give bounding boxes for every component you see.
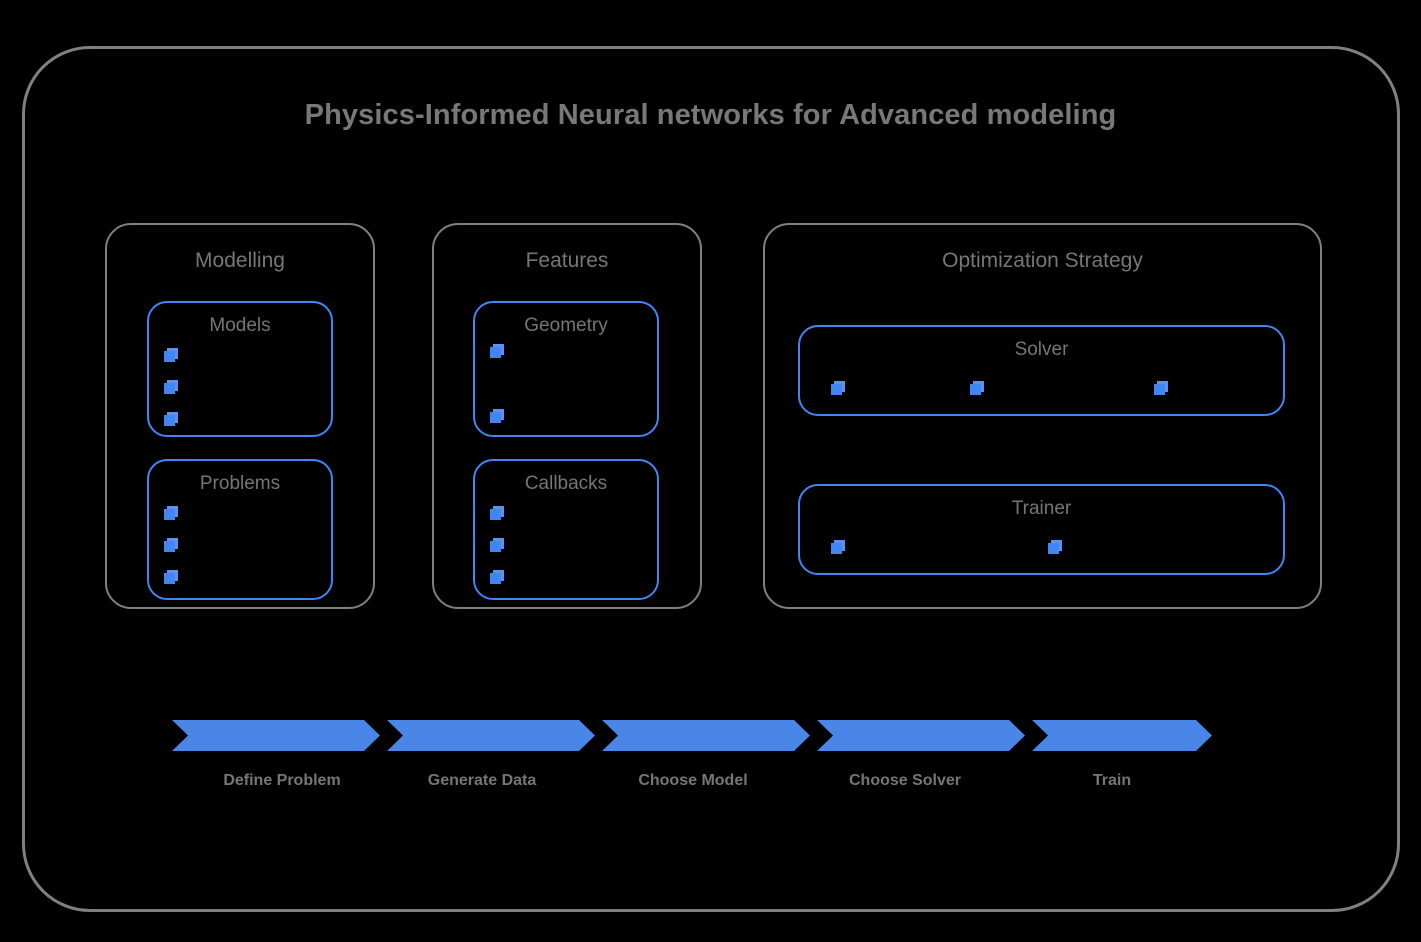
panel-problems[interactable]: Problems xyxy=(147,459,333,600)
panel-solver-title: Solver xyxy=(1014,339,1069,360)
pipeline-step-3-label: Choose Model xyxy=(638,772,748,789)
cube-icon xyxy=(164,380,178,394)
pipeline xyxy=(172,720,1212,751)
group-optimization-strategy-title: Optimization Strategy xyxy=(942,249,1143,272)
group-modelling: Modelling xyxy=(105,223,375,609)
cube-icon xyxy=(490,344,504,358)
panel-geometry[interactable]: Geometry xyxy=(473,301,659,437)
pipeline-step-3-arrow[interactable] xyxy=(602,720,810,751)
panel-trainer-title: Trainer xyxy=(1011,498,1072,519)
group-features-title: Features xyxy=(525,249,609,272)
diagram-outer-frame xyxy=(22,46,1400,912)
group-optimization-strategy: Optimization Strategy xyxy=(763,223,1322,609)
pipeline-step-1-label: Define Problem xyxy=(223,772,341,789)
pipeline-step-4-label: Choose Solver xyxy=(848,772,962,789)
cube-icon xyxy=(970,381,984,395)
pipeline-step-5-label: Train xyxy=(1092,772,1132,789)
panel-models[interactable]: Models xyxy=(147,301,333,437)
cube-icon xyxy=(831,381,845,395)
group-features: Features xyxy=(432,223,702,609)
pipeline-step-4-arrow[interactable] xyxy=(817,720,1025,751)
cube-icon xyxy=(1048,540,1062,554)
cube-icon xyxy=(490,538,504,552)
page-title: Physics-Informed Neural networks for Adv… xyxy=(304,99,1117,131)
panel-callbacks-title: Callbacks xyxy=(524,473,608,494)
panel-problems-title: Problems xyxy=(199,473,281,494)
cube-icon xyxy=(164,412,178,426)
cube-icon xyxy=(490,506,504,520)
cube-icon xyxy=(164,506,178,520)
cube-icon xyxy=(490,409,504,423)
pipeline-step-1-arrow[interactable] xyxy=(172,720,380,751)
cube-icon xyxy=(831,540,845,554)
panel-solver[interactable]: Solver xyxy=(798,325,1285,416)
panel-callbacks[interactable]: Callbacks xyxy=(473,459,659,600)
pipeline-step-2-arrow[interactable] xyxy=(387,720,595,751)
pipeline-step-2-label: Generate Data xyxy=(427,772,537,789)
group-modelling-title: Modelling xyxy=(195,249,285,272)
cube-icon xyxy=(164,570,178,584)
panel-trainer[interactable]: Trainer xyxy=(798,484,1285,575)
panel-geometry-title: Geometry xyxy=(524,315,608,336)
panel-models-title: Models xyxy=(209,315,271,336)
cube-icon xyxy=(1154,381,1168,395)
cube-icon xyxy=(164,538,178,552)
cube-icon xyxy=(490,570,504,584)
pipeline-step-5-arrow[interactable] xyxy=(1032,720,1212,751)
cube-icon xyxy=(164,348,178,362)
